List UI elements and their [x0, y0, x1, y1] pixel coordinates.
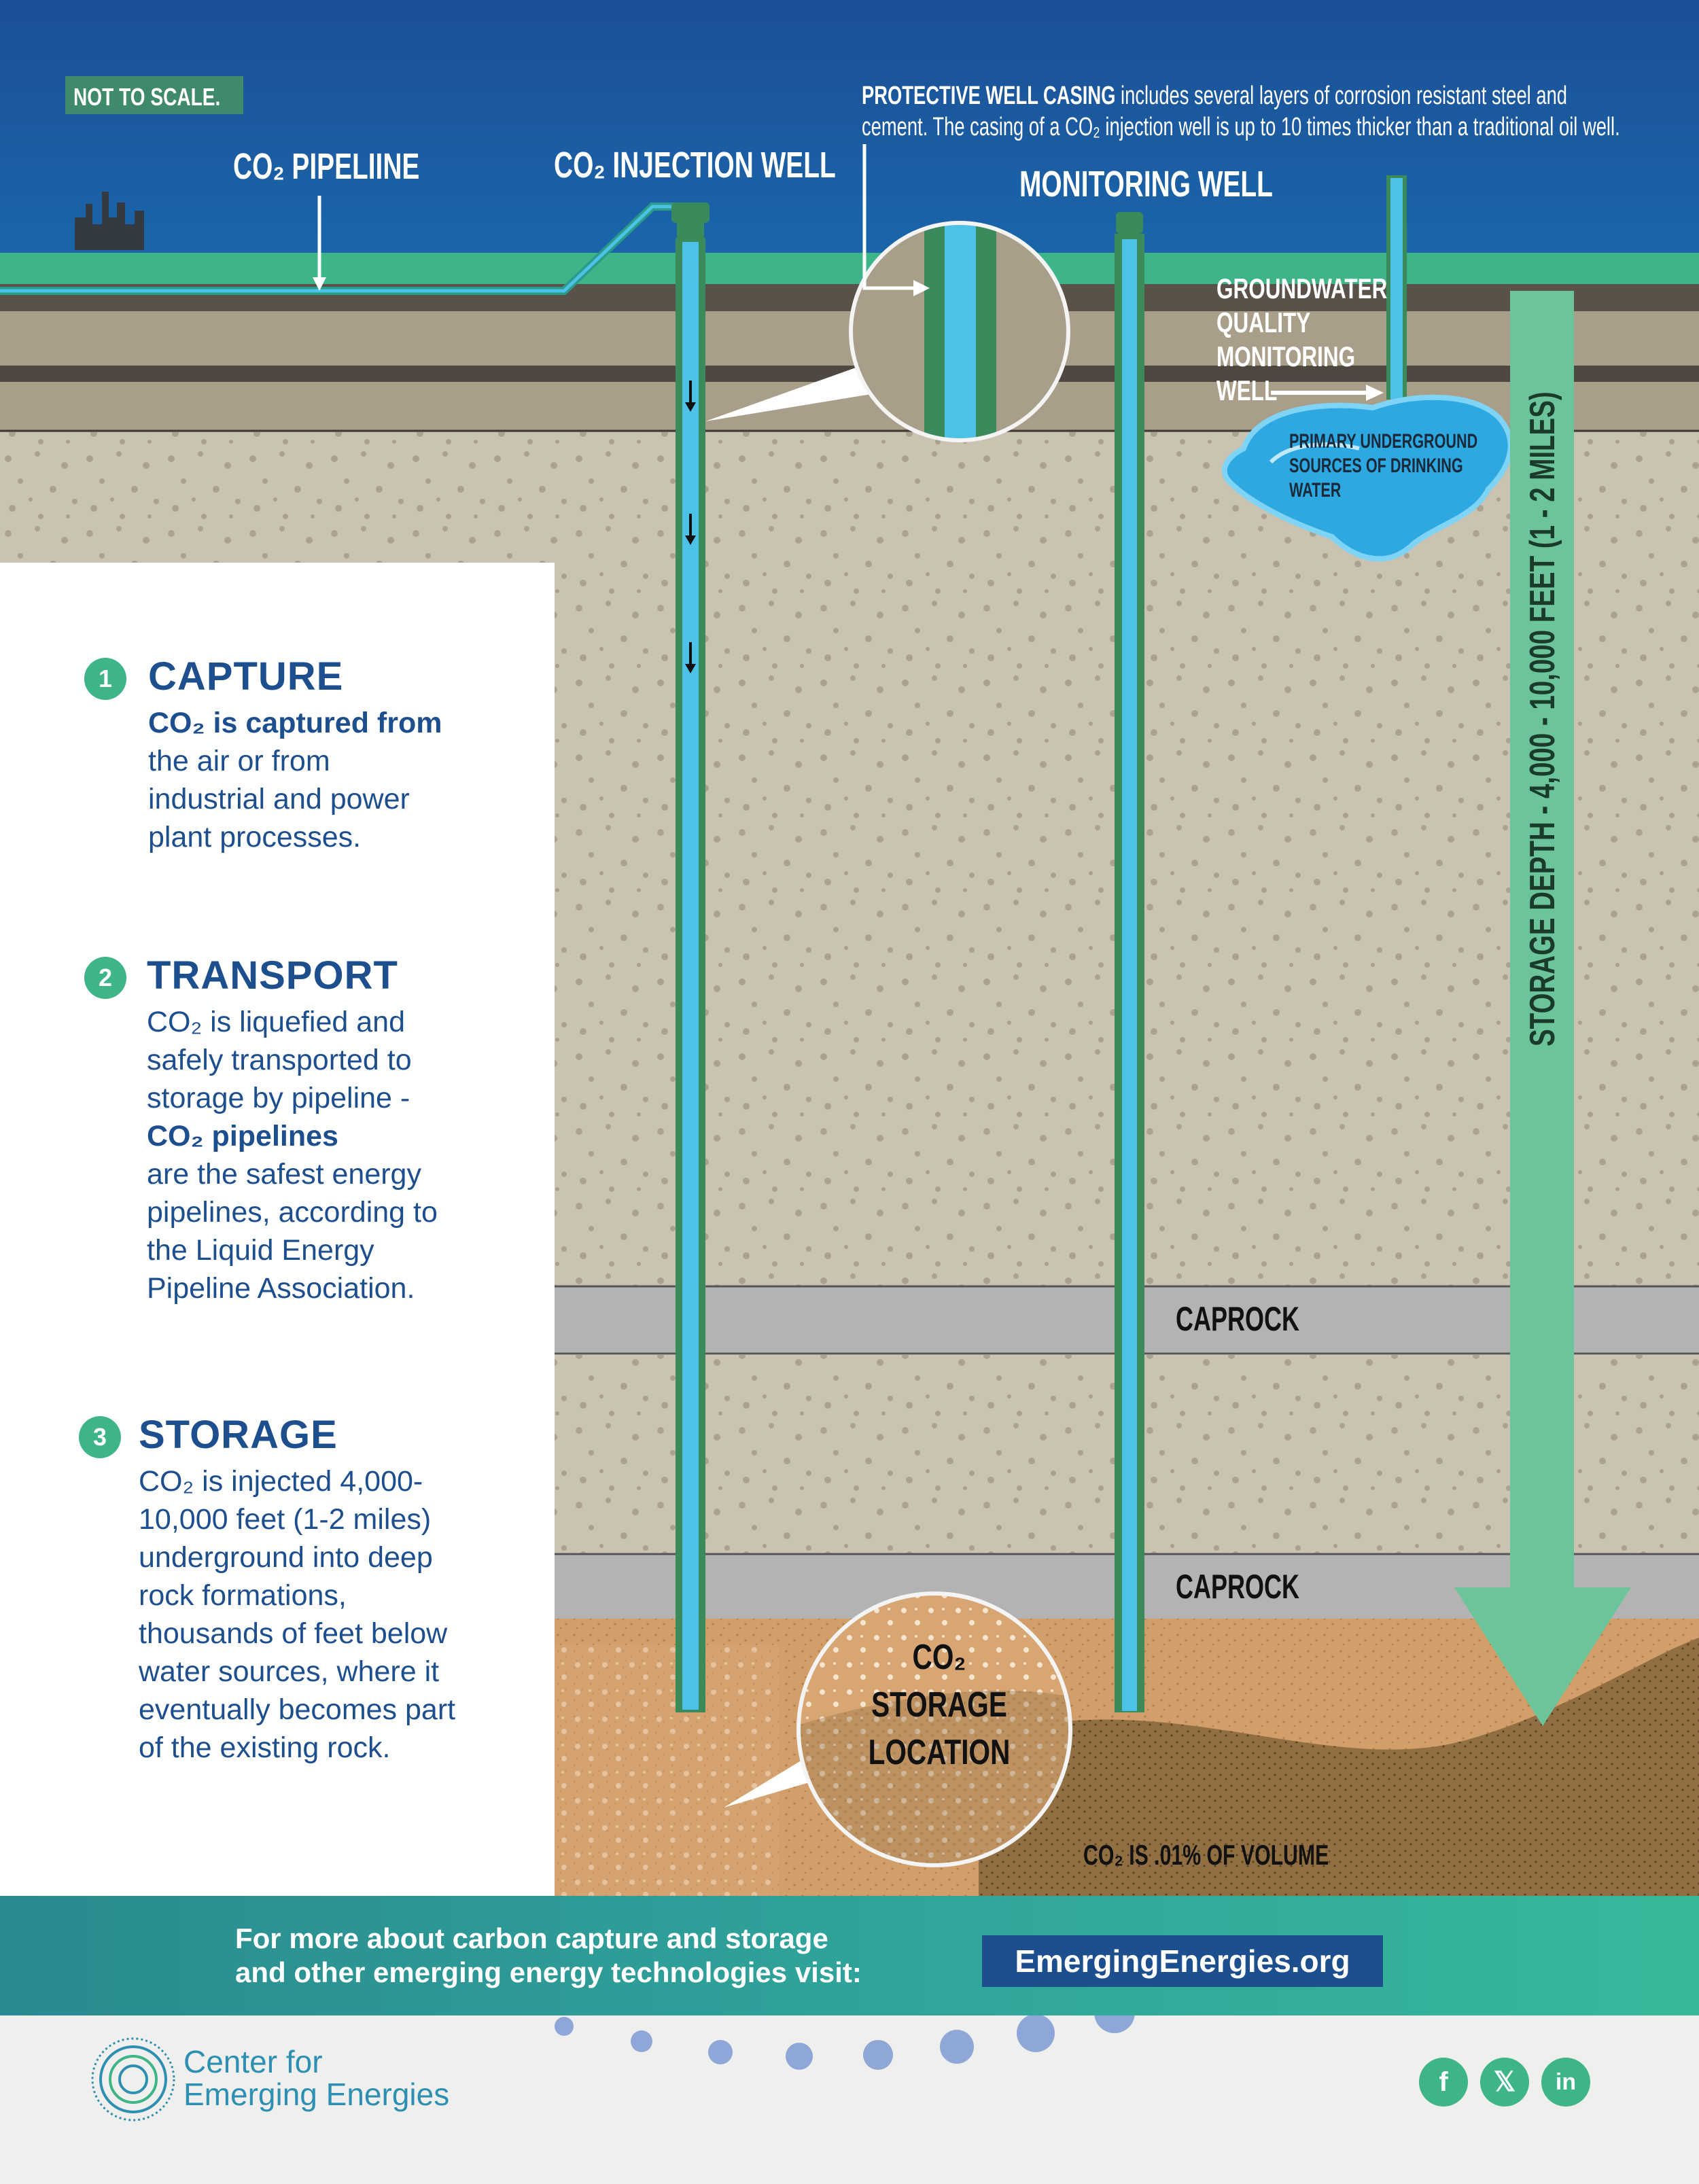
step-number-badge: 2: [84, 957, 126, 999]
groundwater-line-4: WELL: [1216, 374, 1278, 406]
body-line: are the safest energy: [147, 1158, 421, 1191]
body-line: pipelines, according to: [147, 1196, 438, 1229]
body-line: underground into deep: [139, 1541, 433, 1574]
body-line: CO₂ is injected 4,000-: [139, 1465, 423, 1498]
org-name: Center for Emerging Energies: [183, 2045, 449, 2111]
not-to-scale-badge: NOT TO SCALE.: [65, 76, 243, 114]
casing-text-1: includes several layers of corrosion res…: [1115, 82, 1568, 110]
body-line: water sources, where it: [139, 1655, 440, 1688]
casing-text-2: cement. The casing of a CO₂ injection we…: [862, 113, 1620, 141]
body-line: Pipeline Association.: [147, 1272, 415, 1305]
injection-well-label: CO₂ INJECTION WELL: [554, 145, 836, 186]
body-line: safely transported to: [147, 1044, 412, 1076]
step-body: CO₂ is liquefied and safely transported …: [147, 1003, 582, 1307]
groundwater-well-label: GROUNDWATER QUALITY MONITORING WELL: [1216, 272, 1387, 408]
storage-location-label: CO₂ STORAGE LOCATION: [824, 1634, 1055, 1776]
groundwater-line-1: GROUNDWATER: [1216, 272, 1388, 304]
step-body: CO₂ is captured from the air or from ind…: [148, 704, 583, 856]
info-panel: 1 CAPTURE CO₂ is captured from the air o…: [0, 563, 555, 1897]
step-number-badge: 1: [84, 658, 126, 700]
depth-label: STORAGE DEPTH - 4,000 - 10,000 FEET (1 -…: [1523, 391, 1562, 1046]
body-line: of the existing rock.: [139, 1731, 391, 1764]
step-title: CAPTURE: [148, 654, 344, 699]
drinking-water-label: PRIMARY UNDERGROUND SOURCES OF DRINKING …: [1289, 429, 1477, 503]
groundwater-line-3: MONITORING: [1216, 340, 1356, 372]
flow-arrow-icon: [685, 381, 696, 673]
body-line: CO₂ is liquefied and: [147, 1006, 406, 1038]
emerging-energies-link[interactable]: EmergingEnergies.org: [982, 1935, 1383, 1987]
casing-title: PROTECTIVE WELL CASING: [862, 82, 1116, 110]
step-title: TRANSPORT: [147, 953, 398, 998]
water-line-2: SOURCES OF DRINKING: [1289, 455, 1463, 477]
caprock-upper-label: CAPROCK: [1176, 1300, 1300, 1338]
storage-line-2: LOCATION: [868, 1733, 1011, 1772]
linkedin-icon[interactable]: in: [1541, 2058, 1590, 2107]
monitoring-well-label: MONITORING WELL: [1019, 164, 1273, 205]
casing-caption: PROTECTIVE WELL CASING includes several …: [862, 80, 1620, 143]
pipeline-label: CO₂ PIPELIINE: [233, 146, 420, 187]
body-line: plant processes.: [148, 821, 362, 853]
body-line: thousands of feet below: [139, 1617, 448, 1650]
x-icon[interactable]: 𝕏: [1480, 2058, 1529, 2107]
org-name-line-1: Center for: [183, 2044, 323, 2079]
body-line: 10,000 feet (1-2 miles): [139, 1503, 432, 1536]
body-line: CO₂ is captured from: [148, 707, 442, 739]
groundwater-line-2: QUALITY: [1216, 306, 1311, 338]
org-logo-icon: [91, 2037, 175, 2121]
body-line: CO₂ pipelines: [147, 1120, 338, 1152]
caprock-lower-label: CAPROCK: [1176, 1568, 1300, 1606]
step-title: STORAGE: [139, 1413, 338, 1457]
cta-text: For more about carbon capture and storag…: [235, 1922, 949, 1990]
facebook-icon[interactable]: f: [1419, 2058, 1468, 2107]
step-number-badge: 3: [79, 1416, 121, 1458]
body-line: industrial and power: [148, 783, 410, 815]
water-line-1: PRIMARY UNDERGROUND: [1289, 430, 1478, 453]
step-body: CO₂ is injected 4,000- 10,000 feet (1-2 …: [139, 1462, 574, 1767]
volume-note: CO₂ IS .01% OF VOLUME: [1083, 1839, 1329, 1871]
cta-line-1: For more about carbon capture and storag…: [235, 1922, 828, 1954]
not-to-scale-text: NOT TO SCALE.: [73, 83, 221, 111]
body-line: storage by pipeline -: [147, 1082, 410, 1114]
body-line: rock formations,: [139, 1579, 347, 1612]
cta-line-2: and other emerging energy technologies v…: [235, 1956, 862, 1988]
cta-band: For more about carbon capture and storag…: [0, 1896, 1699, 2015]
water-line-3: WATER: [1289, 479, 1342, 501]
storage-line-1: CO₂ STORAGE: [871, 1638, 1007, 1725]
org-name-line-2: Emerging Energies: [183, 2077, 450, 2112]
body-line: eventually becomes part: [139, 1693, 456, 1726]
body-line: the air or from: [148, 745, 330, 777]
body-line: the Liquid Energy: [147, 1234, 374, 1267]
